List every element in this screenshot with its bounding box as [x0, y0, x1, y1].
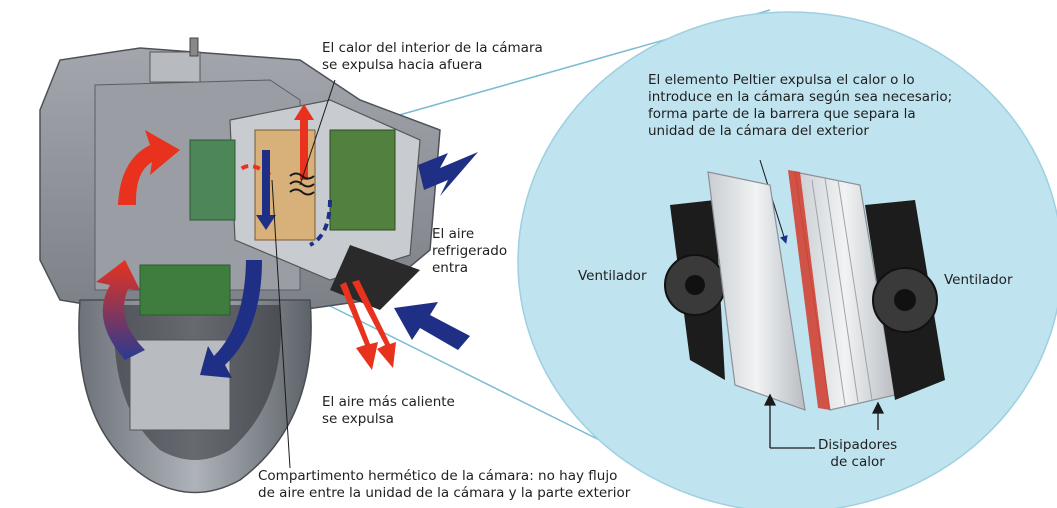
heat-wave-icon [289, 172, 315, 196]
label-cool-air-enters: El aire refrigerado entra [432, 226, 508, 276]
label-fan-left: Ventilador [578, 268, 647, 284]
peltier-assembly [664, 170, 945, 449]
cool-air-inflow-arrows [394, 152, 478, 350]
label-sealed-compartment: Compartimento hermético de la cámara: no… [258, 468, 631, 501]
camera-housing-cutaway [39, 37, 441, 494]
label-heat-sinks: Disipadores de calor [818, 437, 898, 470]
label-peltier-element: El elemento Peltier expulsa el calor o l… [648, 72, 953, 139]
cool-air-arrow-icon [200, 150, 332, 378]
label-hot-air-expelled: El aire más caliente se expulsa [322, 394, 455, 427]
fan-icon [865, 200, 945, 400]
label-heat-expelled: El calor del interior de la cámara se ex… [322, 40, 543, 73]
hot-air-outflow-arrows [340, 280, 396, 370]
fan-icon [664, 200, 726, 380]
label-fan-right: Ventilador [944, 272, 1013, 288]
heatsink-pointers [763, 393, 885, 449]
